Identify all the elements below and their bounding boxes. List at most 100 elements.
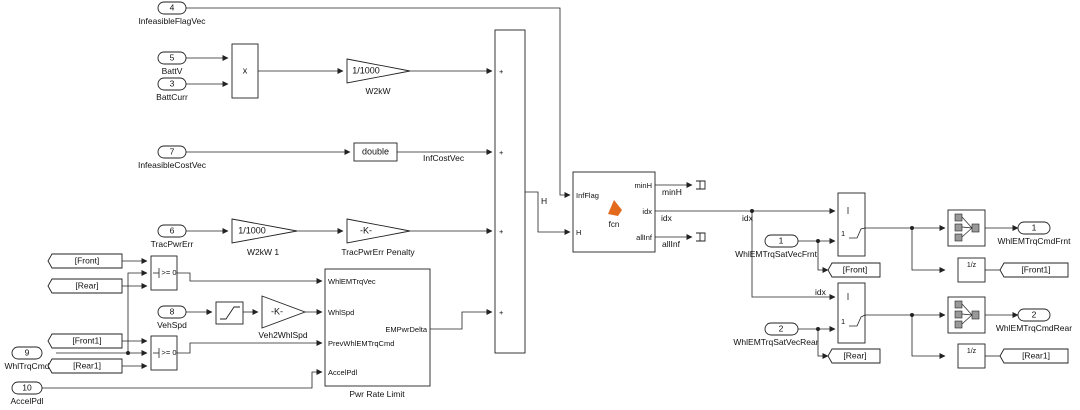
svg-text:EMPwrDelta: EMPwrDelta (385, 325, 428, 334)
svg-text:10: 10 (22, 382, 32, 392)
svg-text:AccelPdl: AccelPdl (10, 396, 43, 406)
svg-text:PrevWhlEMTrqCmd: PrevWhlEMTrqCmd (328, 339, 394, 348)
svg-text:WhlEMTrqVec: WhlEMTrqVec (328, 277, 376, 286)
svg-text:1/z: 1/z (967, 262, 977, 269)
switch-front[interactable]: >= 0 (150, 255, 178, 291)
wire-frnt-delay (911, 228, 946, 273)
gain-veh2whlspd[interactable]: -K- Veh2WhlSpd (258, 295, 308, 340)
from-front[interactable]: [Front] (47, 253, 123, 269)
svg-text:2: 2 (1032, 309, 1037, 319)
inport-3[interactable]: 3 BattCurr (156, 77, 188, 102)
wire-goto-front (817, 241, 829, 273)
wire-switch-a-out (177, 272, 323, 284)
svg-text:>= 0: >= 0 (161, 268, 176, 277)
wire-whltrqcmd-branch (127, 270, 148, 353)
svg-text:>= 0: >= 0 (161, 348, 176, 357)
svg-text:5: 5 (170, 52, 175, 62)
from-rear1[interactable]: [Rear1] (47, 358, 123, 374)
signal-label-idx: idx (661, 213, 673, 223)
selector-front[interactable]: 1 (837, 192, 866, 257)
svg-text:[Front1]: [Front1] (1021, 264, 1050, 274)
matlab-function-block[interactable]: InfFlag H minH idx allInf fcn (572, 171, 656, 253)
signal-label-infcostvec: InfCostVec (423, 153, 465, 163)
double-conversion-block[interactable]: double (353, 142, 398, 162)
signal-label-minh: minH (662, 187, 682, 197)
svg-text:1: 1 (1032, 222, 1037, 232)
inport-2-satvec-rear[interactable]: 2 WhlEMTrqSatVecRear (733, 322, 819, 347)
svg-text:BattCurr: BattCurr (156, 92, 188, 102)
inport-8[interactable]: 8 VehSpd (157, 305, 187, 330)
svg-text:+: + (499, 227, 504, 236)
svg-text:double: double (362, 146, 389, 156)
svg-text:3: 3 (170, 78, 175, 88)
from-front1[interactable]: [Front1] (47, 333, 123, 349)
svg-text:AccelPdl: AccelPdl (328, 368, 358, 377)
svg-text:[Front]: [Front] (843, 264, 868, 274)
svg-text:9: 9 (25, 347, 30, 357)
outport-1[interactable]: 1 WhlEMTrqCmdFrnt (998, 221, 1072, 246)
concatenate-block[interactable]: + + + + (494, 29, 526, 354)
unit-delay-front[interactable]: 1/z (957, 257, 986, 283)
saturation-block[interactable] (215, 301, 244, 325)
wire-idx-branch (751, 211, 836, 300)
svg-text:fcn: fcn (609, 220, 620, 229)
svg-text:minH: minH (634, 181, 652, 190)
wire-rear-delay (911, 315, 946, 359)
inport-9[interactable]: 9 WhlTrqCmd (4, 346, 50, 371)
matlab-logo-icon (608, 200, 622, 216)
svg-text:VehSpd: VehSpd (157, 320, 187, 330)
terminator-minh[interactable] (696, 180, 706, 190)
svg-text:WhlEMTrqCmdRear: WhlEMTrqCmdRear (996, 323, 1072, 333)
selector-rear[interactable]: 1 (837, 282, 866, 344)
from-rear[interactable]: [Rear] (47, 278, 123, 294)
svg-text:WhlTrqCmd: WhlTrqCmd (4, 361, 49, 371)
svg-text:Pwr Rate Limit: Pwr Rate Limit (349, 389, 405, 399)
svg-text:[Rear]: [Rear] (843, 350, 866, 360)
svg-text:4: 4 (170, 2, 175, 12)
outport-2[interactable]: 2 WhlEMTrqCmdRear (996, 308, 1072, 333)
svg-text:H: H (576, 228, 581, 237)
inport-10[interactable]: 10 AccelPdl (10, 381, 44, 406)
svg-text:WhlEMTrqSatVecRear: WhlEMTrqSatVecRear (733, 337, 818, 347)
svg-text:1/1000: 1/1000 (352, 65, 380, 75)
gain-w2kw1[interactable]: 1/1000 W2kW 1 (231, 218, 298, 257)
inport-1-satvec-frnt[interactable]: 1 WhlEMTrqSatVecFrnt (735, 234, 818, 259)
wire-infeasible-flag (186, 7, 571, 198)
svg-text:-K-: -K- (360, 225, 372, 235)
signal-label-idx-selector2: idx (815, 287, 827, 297)
gain-tracpwrerr-penalty[interactable]: -K- TracPwrErr Penalty (341, 218, 415, 257)
product-block[interactable]: x (231, 43, 259, 99)
goto-rear[interactable]: [Rear] (827, 348, 881, 364)
wire-goto-rear (817, 329, 829, 359)
goto-front1[interactable]: [Front1] (999, 262, 1069, 278)
svg-text:idx: idx (642, 207, 652, 216)
svg-text:[Rear]: [Rear] (75, 280, 98, 290)
bus-icon (954, 213, 980, 242)
bus-icon (954, 300, 980, 329)
svg-text:2: 2 (779, 323, 784, 333)
wire-h (525, 191, 571, 235)
goto-front[interactable]: [Front] (827, 262, 881, 278)
switch-rear[interactable]: >= 0 (150, 335, 178, 371)
svg-text:TracPwrErr Penalty: TracPwrErr Penalty (341, 247, 415, 257)
inport-7[interactable]: 7 InfeasibleCostVec (138, 145, 207, 170)
bus-selector-front[interactable] (947, 209, 986, 247)
goto-rear1[interactable]: [Rear1] (999, 348, 1069, 364)
inport-5[interactable]: 5 BattV (157, 51, 187, 76)
bus-selector-rear[interactable] (947, 296, 986, 334)
inport-6[interactable]: 6 TracPwrErr (151, 224, 194, 249)
svg-text:1/1000: 1/1000 (238, 225, 266, 235)
gain-w2kw[interactable]: 1/1000 W2kW (346, 58, 411, 96)
svg-text:InfFlag: InfFlag (576, 191, 599, 200)
svg-text:1: 1 (841, 229, 845, 238)
svg-text:[Front]: [Front] (75, 255, 100, 265)
svg-text:x: x (243, 65, 248, 75)
svg-text:BattV: BattV (162, 66, 183, 76)
svg-text:W2kW 1: W2kW 1 (247, 247, 279, 257)
terminator-allinf[interactable] (696, 232, 706, 242)
pwr-rate-limit-subsystem[interactable]: WhlEMTrqVec WhlSpd PrevWhlEMTrqCmd Accel… (324, 268, 431, 399)
inport-4[interactable]: 4 InfeasibleFlagVec (138, 1, 206, 26)
unit-delay-rear[interactable]: 1/z (957, 343, 986, 369)
svg-text:+: + (499, 67, 504, 76)
